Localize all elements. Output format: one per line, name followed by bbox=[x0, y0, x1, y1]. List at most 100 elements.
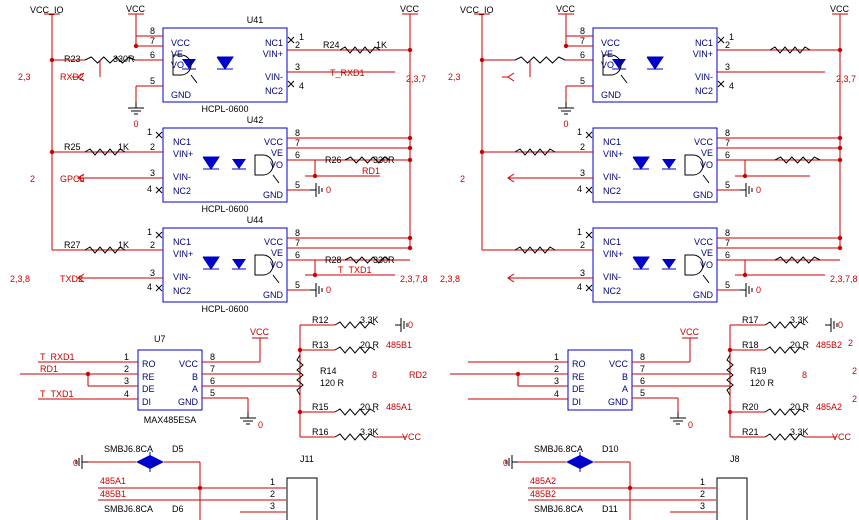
pin-label: RO bbox=[142, 359, 156, 369]
pin-label: DI bbox=[142, 397, 151, 407]
resistor-r28 bbox=[344, 256, 391, 264]
junction-dot bbox=[49, 57, 55, 63]
pin-number: 1 bbox=[577, 127, 582, 137]
pin-number: 1 bbox=[270, 477, 275, 487]
junction-dot bbox=[49, 149, 55, 155]
pin-number: 6 bbox=[580, 50, 585, 60]
pin-number: 3 bbox=[150, 168, 155, 178]
resistor-r27 bbox=[84, 246, 126, 254]
sheet-ref: 2,3 bbox=[448, 72, 461, 82]
junction-dot bbox=[297, 409, 303, 415]
resistor-r14 bbox=[296, 354, 304, 396]
led-icon bbox=[203, 257, 219, 269]
pin-number: 6 bbox=[725, 250, 730, 260]
junction-dot bbox=[563, 43, 569, 49]
pin-number: 5 bbox=[295, 180, 300, 190]
junction-dot bbox=[133, 43, 139, 49]
net-label: 485A1 bbox=[386, 402, 412, 412]
component-ref: U7 bbox=[154, 334, 166, 344]
pin-label: VE bbox=[271, 248, 283, 258]
pin-label: NC2 bbox=[603, 186, 621, 196]
pin-number: 8 bbox=[725, 228, 730, 238]
pin-number: 2 bbox=[295, 40, 300, 50]
nc-mark bbox=[155, 186, 163, 194]
part-number: SMBJ6.8CA bbox=[104, 444, 153, 454]
pin-label: DI bbox=[572, 397, 581, 407]
pin-number: 5 bbox=[150, 76, 155, 86]
pin-label: VO bbox=[270, 260, 283, 270]
pin-label: GND bbox=[171, 90, 192, 100]
pin-label: DE bbox=[142, 384, 155, 394]
net-label: T_TXD1 bbox=[40, 389, 74, 399]
net-arrow bbox=[507, 273, 515, 283]
resistor-r26 bbox=[774, 156, 821, 164]
pin-number: 8 bbox=[725, 128, 730, 138]
resistor-ref: R19 bbox=[750, 366, 767, 376]
pin-number: 7 bbox=[580, 36, 585, 46]
pin-number: 1 bbox=[700, 477, 705, 487]
junction-dot bbox=[85, 371, 91, 377]
pin-label: GND bbox=[601, 90, 622, 100]
component-ref: U41 bbox=[247, 15, 264, 25]
sheet-ref: 2,3,7 bbox=[836, 74, 856, 84]
pin-label: NC1 bbox=[265, 38, 283, 48]
resistor-ref: R17 bbox=[742, 315, 759, 325]
pin-number: 3 bbox=[270, 501, 275, 511]
resistor-value: 330R bbox=[113, 54, 135, 64]
resistor-value: 1K bbox=[118, 142, 129, 152]
pin-label: VIN- bbox=[173, 172, 191, 182]
pin-number: 1 bbox=[577, 227, 582, 237]
pin-label: DE bbox=[572, 384, 585, 394]
pin-label: NC1 bbox=[603, 237, 621, 247]
tvs-diode-icon bbox=[136, 455, 150, 469]
junction-dot bbox=[837, 157, 843, 163]
resistor-value: 20 R bbox=[790, 402, 810, 412]
pin-label: VO bbox=[601, 60, 614, 70]
resistor-value: 330R bbox=[373, 155, 395, 165]
transistor-icon bbox=[272, 174, 280, 184]
pin-label: A bbox=[622, 384, 628, 394]
ground-label: 0 bbox=[326, 285, 331, 295]
pin-label: VCC bbox=[694, 137, 714, 147]
pin-label: VIN+ bbox=[173, 249, 193, 259]
sheet-ref: 8 bbox=[372, 370, 377, 380]
net-label: 485B1 bbox=[100, 489, 126, 499]
pin-label: RE bbox=[572, 372, 585, 382]
pin-label: B bbox=[192, 372, 198, 382]
net-label: 485B2 bbox=[530, 489, 556, 499]
sheet-ref: 2 bbox=[848, 338, 853, 348]
junction-dot bbox=[197, 485, 203, 491]
gate-icon bbox=[172, 54, 192, 76]
transistor-icon bbox=[702, 174, 710, 184]
pin-label: GND bbox=[693, 190, 714, 200]
part-number: HCPL-0600 bbox=[201, 204, 248, 214]
pin-label: VO bbox=[700, 260, 713, 270]
resistor-value: 3.3K bbox=[790, 315, 809, 325]
photodiode-icon bbox=[612, 59, 626, 69]
transistor-icon bbox=[190, 74, 198, 84]
pin-number: 1 bbox=[124, 352, 129, 362]
pin-label: NC1 bbox=[173, 237, 191, 247]
pin-number: 2 bbox=[554, 364, 559, 374]
component-ref: D10 bbox=[602, 444, 619, 454]
resistor-r26 bbox=[344, 156, 391, 164]
pin-label: VIN- bbox=[695, 72, 713, 82]
pin-number: 6 bbox=[295, 250, 300, 260]
nc-mark bbox=[155, 284, 163, 292]
part-number: HCPL-0600 bbox=[201, 104, 248, 114]
pin-label: B bbox=[622, 372, 628, 382]
pin-label: VCC bbox=[601, 38, 621, 48]
pin-label: NC2 bbox=[695, 86, 713, 96]
ground-label: 0 bbox=[688, 420, 693, 430]
resistor-value: 20 R bbox=[360, 340, 380, 350]
ground-label: 0 bbox=[408, 320, 413, 330]
gate-icon bbox=[684, 254, 704, 276]
resistor-r24 bbox=[339, 46, 381, 54]
pin-number: 7 bbox=[640, 364, 645, 374]
nc-mark bbox=[717, 36, 725, 44]
pin-label: VCC bbox=[179, 359, 199, 369]
resistor-ref: R14 bbox=[320, 366, 337, 376]
gate-icon bbox=[684, 154, 704, 176]
pin-number: 1 bbox=[299, 32, 304, 42]
pin-number: 5 bbox=[640, 388, 645, 398]
